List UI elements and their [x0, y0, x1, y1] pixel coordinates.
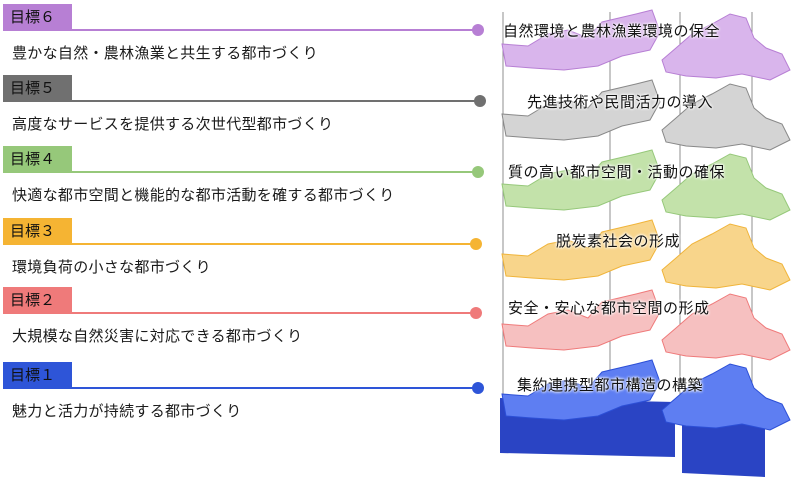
map-layer-safety — [501, 289, 791, 361]
policy-label-safety: 安全・安心な都市空間の形成 — [508, 299, 710, 317]
goal-connector-6 — [3, 29, 475, 31]
goal-connector-5 — [3, 100, 477, 102]
goal-dot-2 — [470, 307, 482, 319]
goal-tag-6: 目標６ — [3, 4, 72, 31]
map-region-left — [501, 79, 661, 141]
map-region-right — [661, 223, 791, 291]
goal-tag-5: 目標５ — [3, 75, 72, 102]
goal-row-3: 目標３ 環境負荷の小さな都市づくり — [0, 218, 490, 288]
goal-row-1: 目標１ 魅力と活力が持続する都市づくり — [0, 362, 490, 432]
goal-row-6: 目標６ 豊かな自然・農林漁業と共生する都市づくり — [0, 4, 490, 74]
goal-description-5: 高度なサービスを提供する次世代型都市づくり — [12, 115, 334, 133]
policy-label-urban-space: 質の高い都市空間・活動の確保 — [508, 163, 726, 181]
map-region-left — [501, 9, 661, 71]
map-region-right — [661, 83, 791, 151]
map-region-right — [661, 293, 791, 361]
map-layer-technology — [501, 79, 791, 151]
map-region-right — [661, 13, 791, 81]
goal-tag-4: 目標４ — [3, 146, 72, 173]
goal-description-2: 大規模な自然災害に対応できる都市づくり — [12, 327, 303, 345]
goal-connector-4 — [3, 171, 475, 173]
goal-row-4: 目標４ 快適な都市空間と機能的な都市活動を確する都市づくり — [0, 146, 490, 216]
goal-tag-2: 目標２ — [3, 287, 72, 314]
map-layer-nature — [501, 9, 791, 81]
policy-label-compact-city: 集約連携型都市構造の構築 — [517, 376, 704, 394]
goal-connector-1 — [3, 387, 475, 389]
map-region-right — [661, 153, 791, 221]
map-region-left — [501, 359, 661, 421]
goal-connector-3 — [3, 243, 473, 245]
map-region-left — [501, 219, 661, 281]
policy-label-technology: 先進技術や民間活力の導入 — [527, 93, 714, 111]
goal-tag-3: 目標３ — [3, 218, 72, 245]
goal-dot-6 — [472, 24, 484, 36]
goal-connector-2 — [3, 312, 473, 314]
map-layer-decarbonization — [501, 219, 791, 291]
map-layer-urban-space — [501, 149, 791, 221]
goal-description-3: 環境負荷の小さな都市づくり — [12, 258, 211, 276]
map-region-left — [501, 289, 661, 351]
goal-description-6: 豊かな自然・農林漁業と共生する都市づくり — [12, 44, 319, 62]
goal-dot-3 — [470, 238, 482, 250]
goal-row-5: 目標５ 高度なサービスを提供する次世代型都市づくり — [0, 75, 490, 145]
goal-dot-1 — [472, 382, 484, 394]
policy-label-decarbonization: 脱炭素社会の形成 — [556, 232, 681, 250]
map-layer-compact-city — [500, 359, 791, 477]
map-region-right — [661, 363, 791, 431]
map-region-left — [501, 149, 661, 211]
policy-label-nature: 自然環境と農林漁業環境の保全 — [503, 22, 721, 40]
goal-description-4: 快適な都市空間と機能的な都市活動を確する都市づくり — [12, 186, 395, 204]
goal-row-2: 目標２ 大規模な自然災害に対応できる都市づくり — [0, 287, 490, 357]
goal-dot-5 — [474, 95, 486, 107]
goal-description-1: 魅力と活力が持続する都市づくり — [12, 402, 242, 420]
goal-tag-1: 目標１ — [3, 362, 72, 389]
goal-dot-4 — [472, 166, 484, 178]
